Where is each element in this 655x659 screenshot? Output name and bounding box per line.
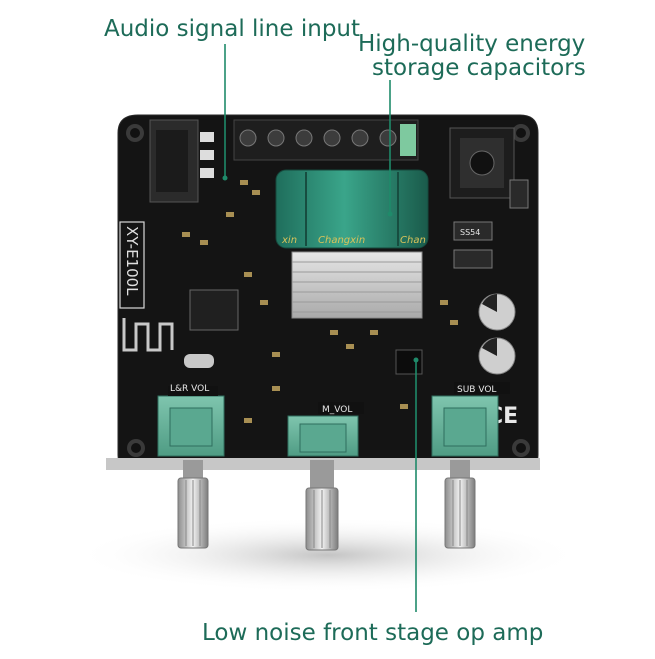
caption-capacitors-line-1: High-quality energy <box>358 31 586 57</box>
caption-audio-input: Audio signal line input <box>104 16 361 42</box>
pot-middle <box>287 402 364 457</box>
heatsink <box>291 251 423 319</box>
bluetooth-chip <box>189 289 239 331</box>
pot-right-label: SUB VOL <box>457 385 496 395</box>
audio-input-connector <box>149 119 214 203</box>
small-capacitor-2 <box>478 337 516 375</box>
smd-components <box>182 180 488 423</box>
regulator-1 <box>453 221 493 241</box>
small-capacitor-1 <box>478 293 516 331</box>
svg-text:Changxin: Changxin <box>318 235 365 246</box>
op-amp-chip <box>395 349 423 375</box>
svg-text:xin: xin <box>281 235 297 246</box>
callout-dot-opamp <box>413 357 419 363</box>
mounting-holes <box>126 124 530 457</box>
pot-middle-label: M_VOL <box>322 405 352 415</box>
svg-text:SS54: SS54 <box>460 228 480 237</box>
bluetooth-antenna-trace <box>122 318 174 352</box>
dc-power-jack <box>449 127 515 199</box>
regulator-2 <box>453 249 493 269</box>
callout-lines <box>224 44 417 612</box>
energy-storage-capacitors: xin Changxin Chan <box>275 169 429 249</box>
callout-dot-capacitor <box>387 211 393 217</box>
caption-capacitors-line-2: storage capacitors <box>372 55 586 81</box>
crystal-oscillator <box>184 354 214 368</box>
knob-right <box>444 460 476 549</box>
pot-left <box>157 386 225 457</box>
svg-text:XY-E100L: XY-E100L <box>123 226 141 296</box>
knob-middle <box>305 460 339 551</box>
pot-right <box>431 382 510 457</box>
svg-text:Chan: Chan <box>400 235 426 246</box>
model-silkscreen: XY-E100L <box>119 221 145 309</box>
caption-op-amp: Low noise front stage op amp <box>202 620 544 646</box>
diode <box>509 179 529 209</box>
speaker-terminal-block <box>233 119 419 161</box>
callout-dot-audio <box>222 175 228 181</box>
pot-left-label: L&R VOL <box>170 384 209 394</box>
knob-left <box>177 460 209 549</box>
